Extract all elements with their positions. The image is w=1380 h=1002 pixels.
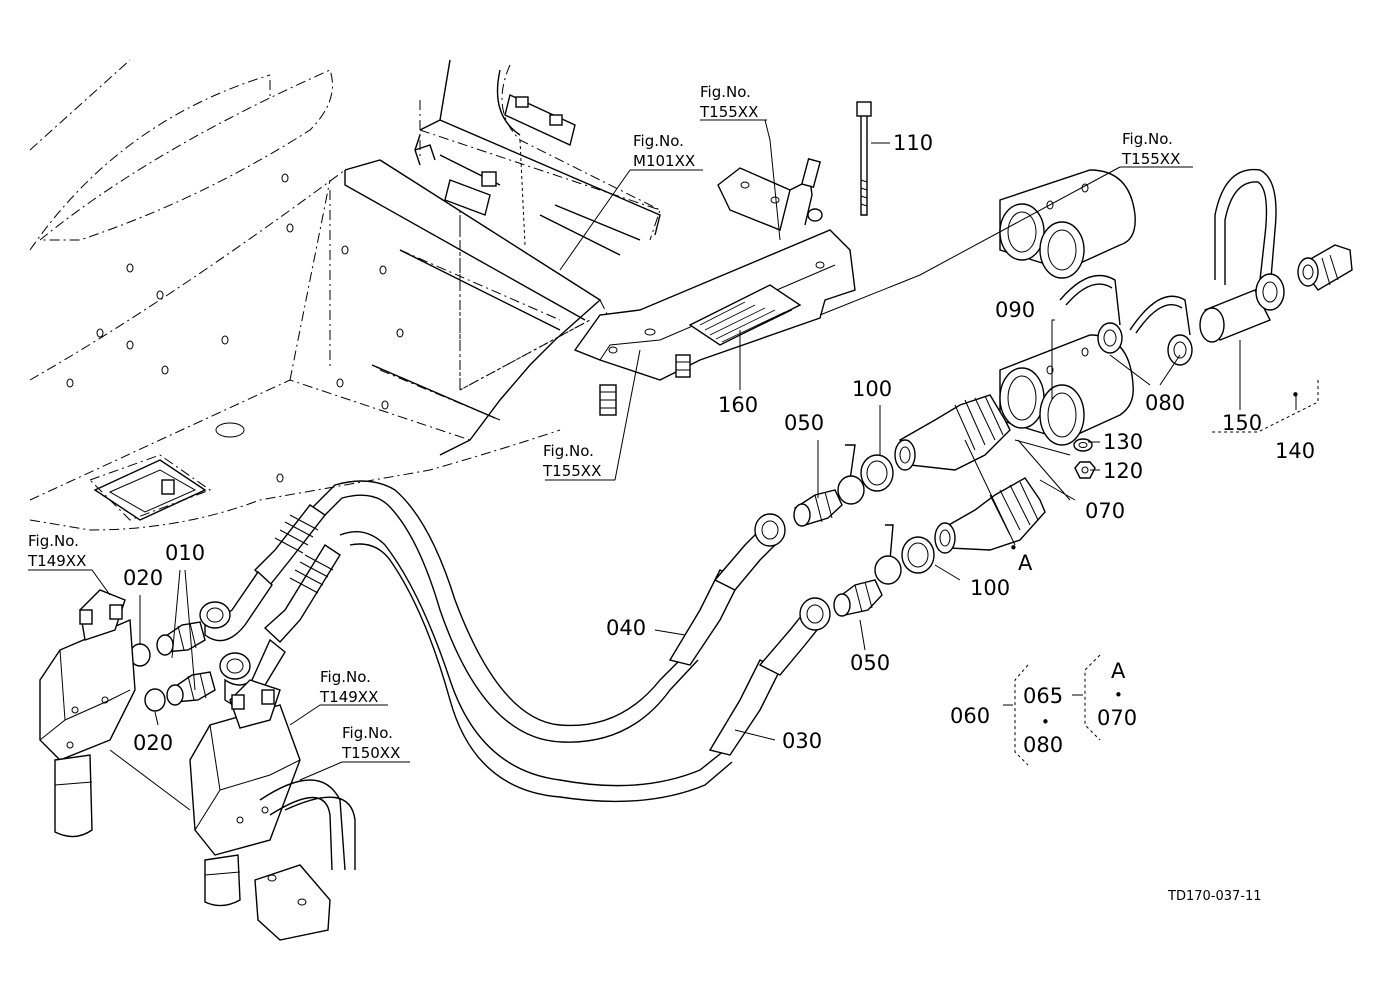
o-ring-020	[129, 643, 166, 712]
fig-ref-t155-top-code: T155XX	[699, 103, 758, 121]
nut-120	[1074, 461, 1096, 479]
label-a-1: A	[1018, 551, 1033, 575]
step-plate	[344, 59, 661, 456]
drawing-code: TD170-037-11	[1167, 889, 1262, 904]
snap-ring-100-upper	[837, 444, 894, 505]
bullet-140: •	[1291, 386, 1300, 404]
label-065: 065	[1023, 684, 1063, 708]
control-valve-left	[39, 589, 136, 838]
plate-holes	[66, 173, 404, 483]
fig-ref-m101-prefix: Fig.No.	[633, 132, 684, 150]
pin-150	[1199, 168, 1285, 343]
coupler-holder-upper	[999, 169, 1136, 279]
label-080-b: 080	[1023, 733, 1063, 757]
fig-ref-t150-code: T150XX	[341, 744, 400, 762]
washer-130	[1073, 438, 1093, 452]
fig-ref-t149-right-prefix: Fig.No.	[320, 668, 371, 686]
snap-ring-100-lower	[874, 524, 935, 585]
fig-ref-t155-right-code: T155XX	[1121, 150, 1180, 168]
label-010: 010	[165, 541, 205, 565]
label-100-b: 100	[970, 576, 1010, 600]
label-070-a: 070	[1085, 499, 1125, 523]
kit-bracket-060	[1003, 654, 1101, 766]
label-140: 140	[1275, 439, 1315, 463]
fig-ref-t149-right-code: T149XX	[319, 688, 378, 706]
label-020-a: 020	[123, 566, 163, 590]
floor-recess	[93, 459, 207, 521]
hose-040	[199, 480, 786, 743]
label-050-a: 050	[784, 411, 824, 435]
hose-030	[219, 531, 831, 803]
label-090: 090	[995, 298, 1035, 322]
coupler-holder-090	[999, 334, 1134, 446]
label-030: 030	[782, 729, 822, 753]
part-number-labels: 110 090 160 080 150 140 130 120 070 100 …	[123, 131, 1315, 757]
leader-lines	[28, 119, 1319, 811]
coupler-140	[1297, 244, 1353, 291]
figure-references: Fig.No. T155XX Fig.No. M101XX Fig.No. T1…	[27, 83, 1180, 762]
label-060: 060	[950, 704, 990, 728]
fig-ref-t155-right-prefix: Fig.No.	[1122, 130, 1173, 148]
label-080-a: 080	[1145, 391, 1185, 415]
label-130: 130	[1103, 430, 1143, 454]
label-160: 160	[718, 393, 758, 417]
label-120: 120	[1103, 459, 1143, 483]
label-a-2: A	[1111, 659, 1126, 683]
bullet-a: •	[1009, 539, 1018, 557]
fig-ref-t155-bottom-prefix: Fig.No.	[543, 442, 594, 460]
label-040: 040	[606, 616, 646, 640]
label-050-b: 050	[850, 651, 890, 675]
fig-ref-t155-bottom-code: T155XX	[542, 462, 601, 480]
fig-ref-m101-code: M101XX	[633, 152, 695, 170]
label-070-b: 070	[1097, 706, 1137, 730]
adaptor-050-lower	[833, 579, 883, 617]
coupler-070-upper	[894, 394, 1011, 471]
adaptor-010	[156, 621, 216, 706]
adaptor-050-upper	[793, 489, 843, 527]
dust-cap-080	[1059, 274, 1193, 366]
bracket-160	[573, 101, 872, 416]
fig-ref-t150-prefix: Fig.No.	[342, 724, 393, 742]
bullet-065: •	[1041, 713, 1050, 731]
fig-ref-t155-top-prefix: Fig.No.	[700, 83, 751, 101]
label-020-b: 020	[133, 731, 173, 755]
bullet-a-2: •	[1114, 686, 1123, 704]
label-150: 150	[1222, 411, 1262, 435]
control-valve-right	[189, 679, 356, 941]
fig-ref-t149-left-prefix: Fig.No.	[28, 532, 79, 550]
label-100-a: 100	[852, 377, 892, 401]
fig-ref-t149-left-code: T149XX	[27, 552, 86, 570]
label-110: 110	[893, 131, 933, 155]
coupler-070-lower	[934, 477, 1046, 554]
